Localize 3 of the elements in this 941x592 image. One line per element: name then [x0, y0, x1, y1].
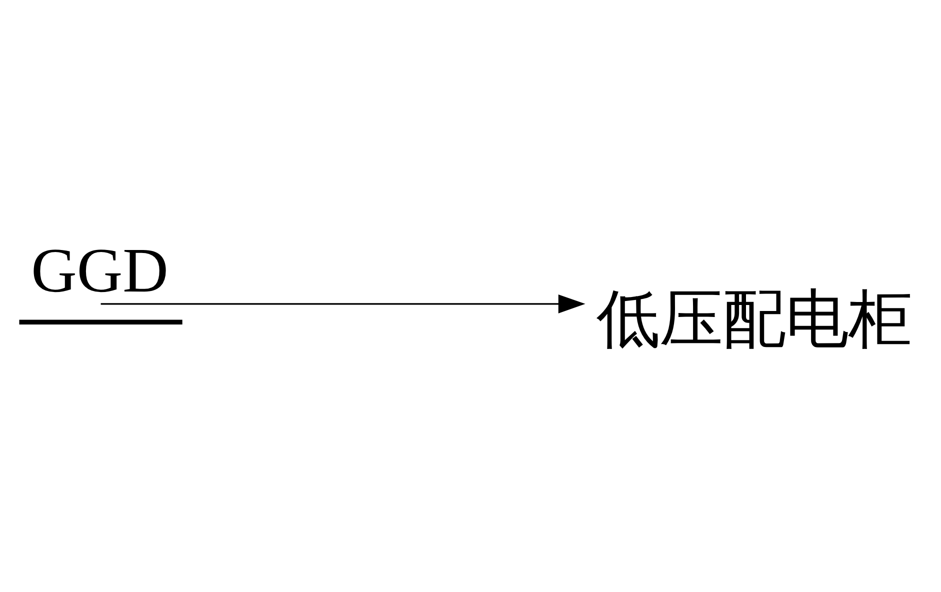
- node-text: GGD: [31, 235, 168, 306]
- node-text: 低压配电柜: [596, 284, 912, 354]
- arrow: [100, 294, 586, 314]
